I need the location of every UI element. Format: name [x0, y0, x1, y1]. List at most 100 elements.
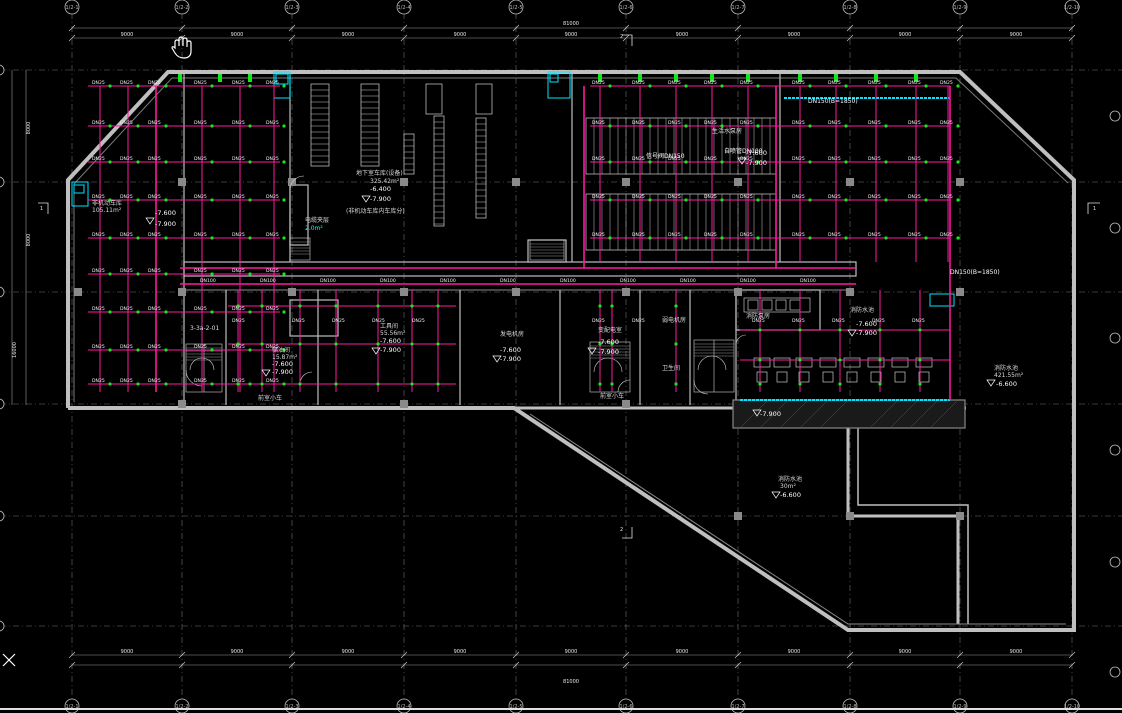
- svg-text:-7.600: -7.600: [500, 346, 521, 354]
- span-dim-text: 9000: [565, 32, 578, 38]
- pipe-label: DN25: [792, 80, 805, 86]
- pipe-label: DN25: [592, 156, 605, 162]
- pump-base: [798, 371, 810, 383]
- sprinkler-head: [610, 304, 614, 308]
- pipe-label: DN25: [632, 232, 645, 238]
- sprinkler-head: [838, 358, 842, 362]
- sprinkler-head: [164, 198, 168, 202]
- sprinkler-head: [648, 198, 652, 202]
- dim-tick: [400, 34, 408, 42]
- dim-tick: [734, 651, 742, 659]
- dim-tick: [956, 24, 964, 32]
- close-x-icon[interactable]: [2, 653, 16, 667]
- pipe-size-note: DN150(B=1850): [808, 98, 858, 105]
- pipe-end-marker: [218, 74, 222, 82]
- pipe-label: DN25: [148, 268, 161, 274]
- sprinkler-head: [838, 382, 842, 386]
- axis-bubble: [1064, 0, 1080, 15]
- pipe-label: DN25: [194, 344, 207, 350]
- pipe-label: DN25: [704, 194, 717, 200]
- main-pipe-label: DN100: [740, 278, 756, 284]
- pipe-label: DN25: [828, 120, 841, 126]
- pipe-label: DN25: [412, 318, 425, 324]
- sprinkler-head: [260, 342, 264, 346]
- pipe-label: DN25: [92, 194, 105, 200]
- elevation-triangle: [371, 347, 381, 355]
- sprinkler-head: [164, 124, 168, 128]
- pump-base: [756, 371, 768, 383]
- corridor-label-1: 前室小车: [258, 394, 282, 402]
- sprinkler-head: [808, 198, 812, 202]
- pipe-label: DN25: [940, 232, 953, 238]
- axis-bubble: [396, 0, 412, 15]
- sprinkler-head: [334, 342, 338, 346]
- pipe-label: DN25: [868, 232, 881, 238]
- sprinkler-head: [282, 272, 286, 276]
- pipe-label: DN25: [266, 306, 279, 312]
- small-box-label: 3-3a-2-01: [190, 325, 219, 332]
- axis-bubble-left: [0, 510, 5, 522]
- pipe-label: DN25: [266, 344, 279, 350]
- axis-bubble: [508, 0, 524, 15]
- sprinkler-head: [108, 310, 112, 314]
- pump-room-label: 消防泵房: [746, 312, 770, 320]
- svg-text:-6.600: -6.600: [996, 380, 1017, 388]
- section-mark-left: 1: [38, 202, 49, 214]
- dim-tick: [956, 34, 964, 42]
- svg-text:2.0m²: 2.0m²: [305, 225, 323, 232]
- sprinkler-head: [608, 160, 612, 164]
- sprinkler-head: [884, 160, 888, 164]
- pipe-label: DN25: [940, 80, 953, 86]
- pipe-label: DN25: [332, 318, 345, 324]
- sprinkler-head: [808, 124, 812, 128]
- dim-tick: [734, 34, 742, 42]
- axis-bubble-label: 1/2-9: [953, 5, 966, 11]
- span-dim-text: 9000: [342, 32, 355, 38]
- column: [400, 178, 408, 186]
- pipe-label: DN25: [740, 80, 753, 86]
- dim-tick: [622, 661, 630, 669]
- pipe-label: DN25: [120, 344, 133, 350]
- sprinkler-head: [924, 198, 928, 202]
- sprinkler-head: [918, 328, 922, 332]
- sprinkler-head: [756, 236, 760, 240]
- column: [734, 288, 742, 296]
- pipe-label: DN25: [592, 318, 605, 324]
- sprinkler-head: [758, 328, 762, 332]
- svg-text:1: 1: [1093, 206, 1096, 212]
- svg-text:2: 2: [620, 527, 623, 533]
- pipe-label: DN25: [92, 120, 105, 126]
- room-label-generator: 发电机房: [500, 330, 524, 338]
- sprinkler-head: [164, 160, 168, 164]
- sprinkler-head: [684, 236, 688, 240]
- pipe-label: DN25: [908, 156, 921, 162]
- svg-text:-7.900: -7.900: [500, 355, 521, 363]
- dim-tick: [622, 651, 630, 659]
- pipe-label: DN25: [148, 232, 161, 238]
- svg-text:-7.900: -7.900: [746, 159, 767, 167]
- svg-text:325.42m²: 325.42m²: [370, 178, 400, 185]
- pipe-label: DN25: [592, 232, 605, 238]
- sprinkler-head: [674, 304, 678, 308]
- sprinkler-head: [136, 310, 140, 314]
- dim-tick: [734, 24, 742, 32]
- elevation-triangle: [737, 157, 747, 165]
- pipe-label: DN25: [92, 268, 105, 274]
- sprinkler-head: [684, 160, 688, 164]
- dim-tick: [846, 24, 854, 32]
- sprinkler-head: [956, 84, 960, 88]
- pipe-label: DN25: [148, 306, 161, 312]
- pipe-label: DN25: [792, 232, 805, 238]
- pipe-label: DN25: [792, 194, 805, 200]
- sprinkler-head: [210, 84, 214, 88]
- pipe-label: DN25: [120, 80, 133, 86]
- room-label-cable: 电缆夹层: [305, 216, 329, 224]
- sprinkler-head: [236, 382, 240, 386]
- sprinkler-head: [136, 84, 140, 88]
- svg-text:-7.600: -7.600: [598, 338, 619, 346]
- span-dim-text: 9000: [231, 649, 244, 655]
- sprinkler-head: [282, 124, 286, 128]
- sprinkler-head: [674, 382, 678, 386]
- pipe-label: DN25: [92, 306, 105, 312]
